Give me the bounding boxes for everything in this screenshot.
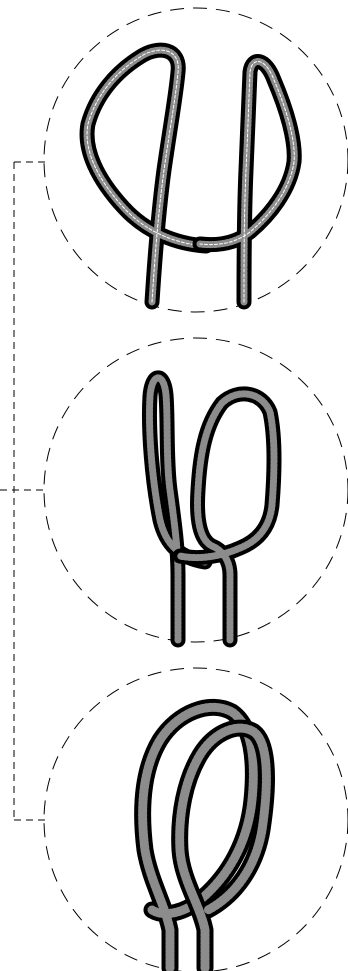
step-3-panel xyxy=(44,668,348,971)
callout-bracket xyxy=(0,162,46,820)
step-1-rope xyxy=(87,50,294,302)
step-1-panel xyxy=(44,8,348,312)
step-3-rope xyxy=(143,707,267,968)
step-2-rope xyxy=(149,378,274,640)
step-2-panel xyxy=(44,338,348,642)
